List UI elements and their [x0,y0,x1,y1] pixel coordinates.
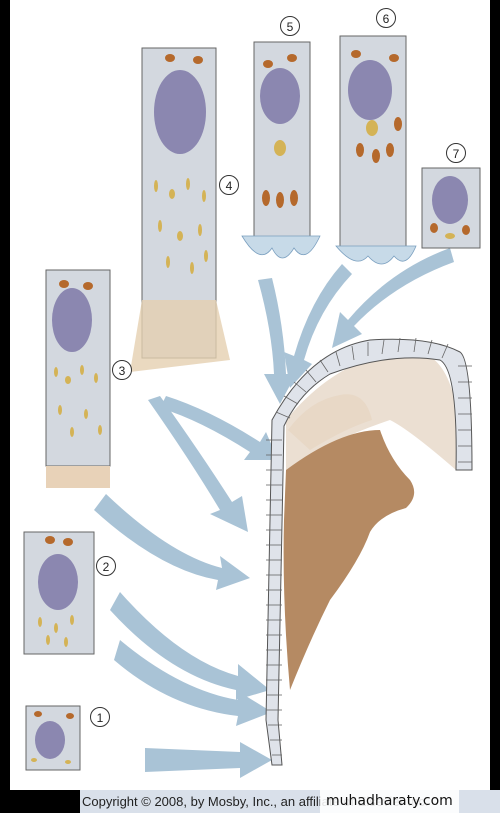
cell-4 [130,47,230,372]
footer-bar: Copyright © 2008, by Mosby, Inc., an aff… [0,790,500,813]
arrow-from-cell-2-upper [110,592,270,700]
pulp-lighter [288,394,372,450]
tooth-germ [265,337,473,766]
cell-label-3: 3 [112,360,132,380]
cell-label-4: 4 [219,175,239,195]
enamel-organ-core [283,430,415,690]
cell-label-5: 5 [280,16,300,36]
cell-1 [25,705,81,771]
dentin-layer [286,350,459,470]
cell-6 [335,35,417,265]
arrow-from-cell-5 [258,278,296,404]
arrow-from-cell-1 [145,742,272,778]
ameloblast-cell-divisions [266,337,472,756]
flow-arrows [94,248,454,778]
cell-label-7: 7 [446,143,466,163]
cell-3 [45,269,111,488]
arrow-from-cell-7 [332,248,454,348]
cell-5 [241,41,321,259]
watermark-text: muhadharaty.com [320,790,459,813]
arrow-from-cell-3-b [148,396,248,532]
cell-label-2: 2 [96,556,116,576]
cell-2 [23,531,95,655]
cell-7 [421,167,481,249]
cell-label-6: 6 [376,8,396,28]
ameloblast-lifecycle-diagram [23,35,481,778]
arrow-from-cell-6 [284,264,352,388]
ameloblast-layer [265,338,473,766]
arrow-from-cell-3-a [94,494,250,590]
arrow-from-cell-2-lower [114,640,272,726]
figure-panel: 1 2 3 4 5 6 7 [10,0,490,790]
cell-label-1: 1 [90,707,110,727]
arrow-from-cell-4 [160,396,278,460]
